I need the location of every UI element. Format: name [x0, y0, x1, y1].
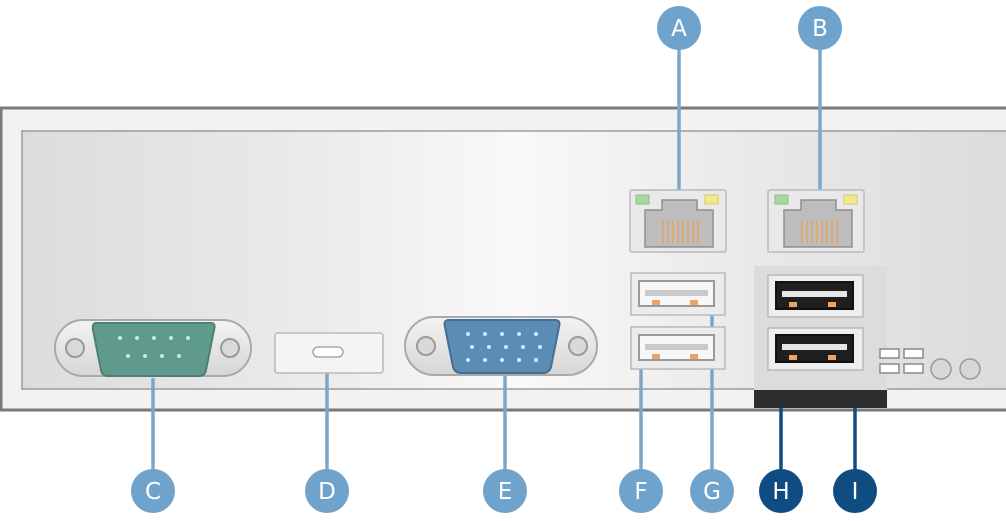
lan-port-b	[767, 189, 865, 253]
callout-f: F	[619, 469, 663, 513]
callout-i: I	[833, 469, 877, 513]
callout-a-label: A	[671, 16, 687, 42]
indicator-slot-4	[903, 363, 924, 374]
callout-d-label: D	[318, 479, 336, 505]
callout-h-label: H	[772, 479, 789, 505]
indicator-button-2	[959, 358, 981, 380]
indicator-slot-3	[879, 363, 900, 374]
callout-g-label: G	[703, 479, 721, 505]
callout-b-label: B	[812, 16, 828, 42]
callout-h: H	[759, 469, 803, 513]
usb-ports-hi-base-strip	[754, 390, 887, 408]
usb-port-f-tongue	[645, 344, 708, 350]
callout-c-label: C	[145, 479, 161, 505]
serial-port	[54, 319, 252, 377]
callout-e-label: E	[498, 479, 513, 505]
vga-port-pins	[466, 332, 542, 362]
lan-port-b-led-link	[843, 194, 858, 205]
callout-e: E	[483, 469, 527, 513]
lan-port-a	[629, 189, 727, 253]
lan-port-a-led-activity	[635, 194, 650, 205]
vga-port-d-shell	[443, 319, 561, 374]
serial-port-screw-right	[220, 338, 240, 358]
lan-port-b-socket	[783, 199, 853, 248]
usb-port-g-tongue	[645, 290, 708, 296]
callout-f-label: F	[634, 479, 647, 505]
callout-g: G	[690, 469, 734, 513]
usb-port-g	[630, 272, 726, 316]
usb-port-h-tongue	[782, 344, 847, 350]
usb-ports-fg	[630, 272, 726, 370]
vga-port	[404, 316, 598, 376]
usb-port-h	[767, 327, 864, 371]
lan-port-a-socket	[644, 199, 714, 248]
vga-port-screw-left	[416, 336, 436, 356]
lan-port-a-led-link	[704, 194, 719, 205]
serial-port-d-shell	[91, 322, 216, 377]
usb-port-i	[767, 274, 864, 318]
indicator-slot-1	[879, 348, 900, 359]
usb-port-f	[630, 326, 726, 370]
lan-port-b-contacts	[801, 220, 838, 244]
vga-port-screw-right	[568, 336, 588, 356]
indicator-button-1	[930, 358, 952, 380]
indicator-slot-2	[903, 348, 924, 359]
port-d-slot	[312, 346, 344, 358]
usb-ports-hi	[754, 266, 887, 408]
indicator-cluster	[879, 348, 981, 380]
callout-b: B	[798, 6, 842, 50]
lan-port-a-contacts	[662, 220, 699, 244]
callout-c: C	[131, 469, 175, 513]
usb-port-i-tongue	[782, 291, 847, 297]
lan-port-b-led-activity	[774, 194, 789, 205]
serial-port-screw-left	[65, 338, 85, 358]
port-d	[274, 332, 384, 374]
callout-d: D	[305, 469, 349, 513]
callout-i-label: I	[852, 479, 859, 505]
serial-port-pins	[118, 336, 190, 358]
callout-a: A	[657, 6, 701, 50]
